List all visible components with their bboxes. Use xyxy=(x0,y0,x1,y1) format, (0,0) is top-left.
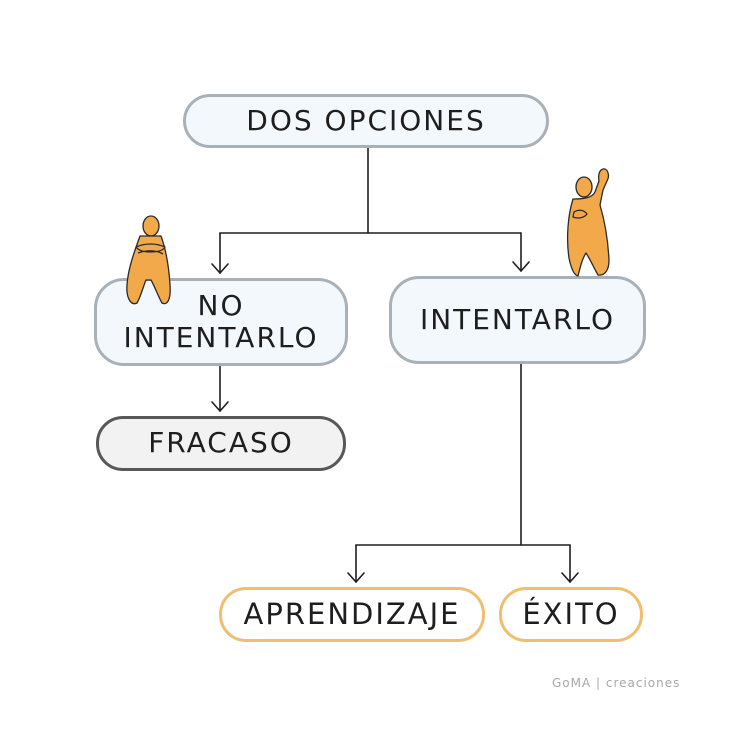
arrow-to-learn xyxy=(347,572,365,583)
outcome-fail-node: FRACASO xyxy=(96,416,346,471)
option-no-label-line1: NO xyxy=(197,288,245,322)
raised-fist-person-icon xyxy=(566,168,610,277)
root-label: DOS OPCIONES xyxy=(246,103,486,137)
root-node: DOS OPCIONES xyxy=(183,94,549,148)
outcome-learn-label: APRENDIZAJE xyxy=(243,596,461,631)
outcome-fail-label: FRACASO xyxy=(148,426,294,460)
option-no-label-line2: INTENTARLO xyxy=(123,321,319,354)
outcome-success-label: ÉXITO xyxy=(522,596,620,631)
arrow-to-fail xyxy=(211,401,229,412)
arrow-to-yes xyxy=(512,261,530,272)
option-yes-node: INTENTARLO xyxy=(389,276,646,364)
author-credit: GoMA | creaciones xyxy=(552,676,681,690)
arrow-to-no xyxy=(211,263,229,274)
arms-crossed-person-icon xyxy=(126,215,171,305)
outcome-success-node: ÉXITO xyxy=(499,587,643,642)
option-yes-label: INTENTARLO xyxy=(419,302,616,336)
arrow-to-success xyxy=(561,572,579,583)
outcome-learn-node: APRENDIZAJE xyxy=(219,587,485,642)
